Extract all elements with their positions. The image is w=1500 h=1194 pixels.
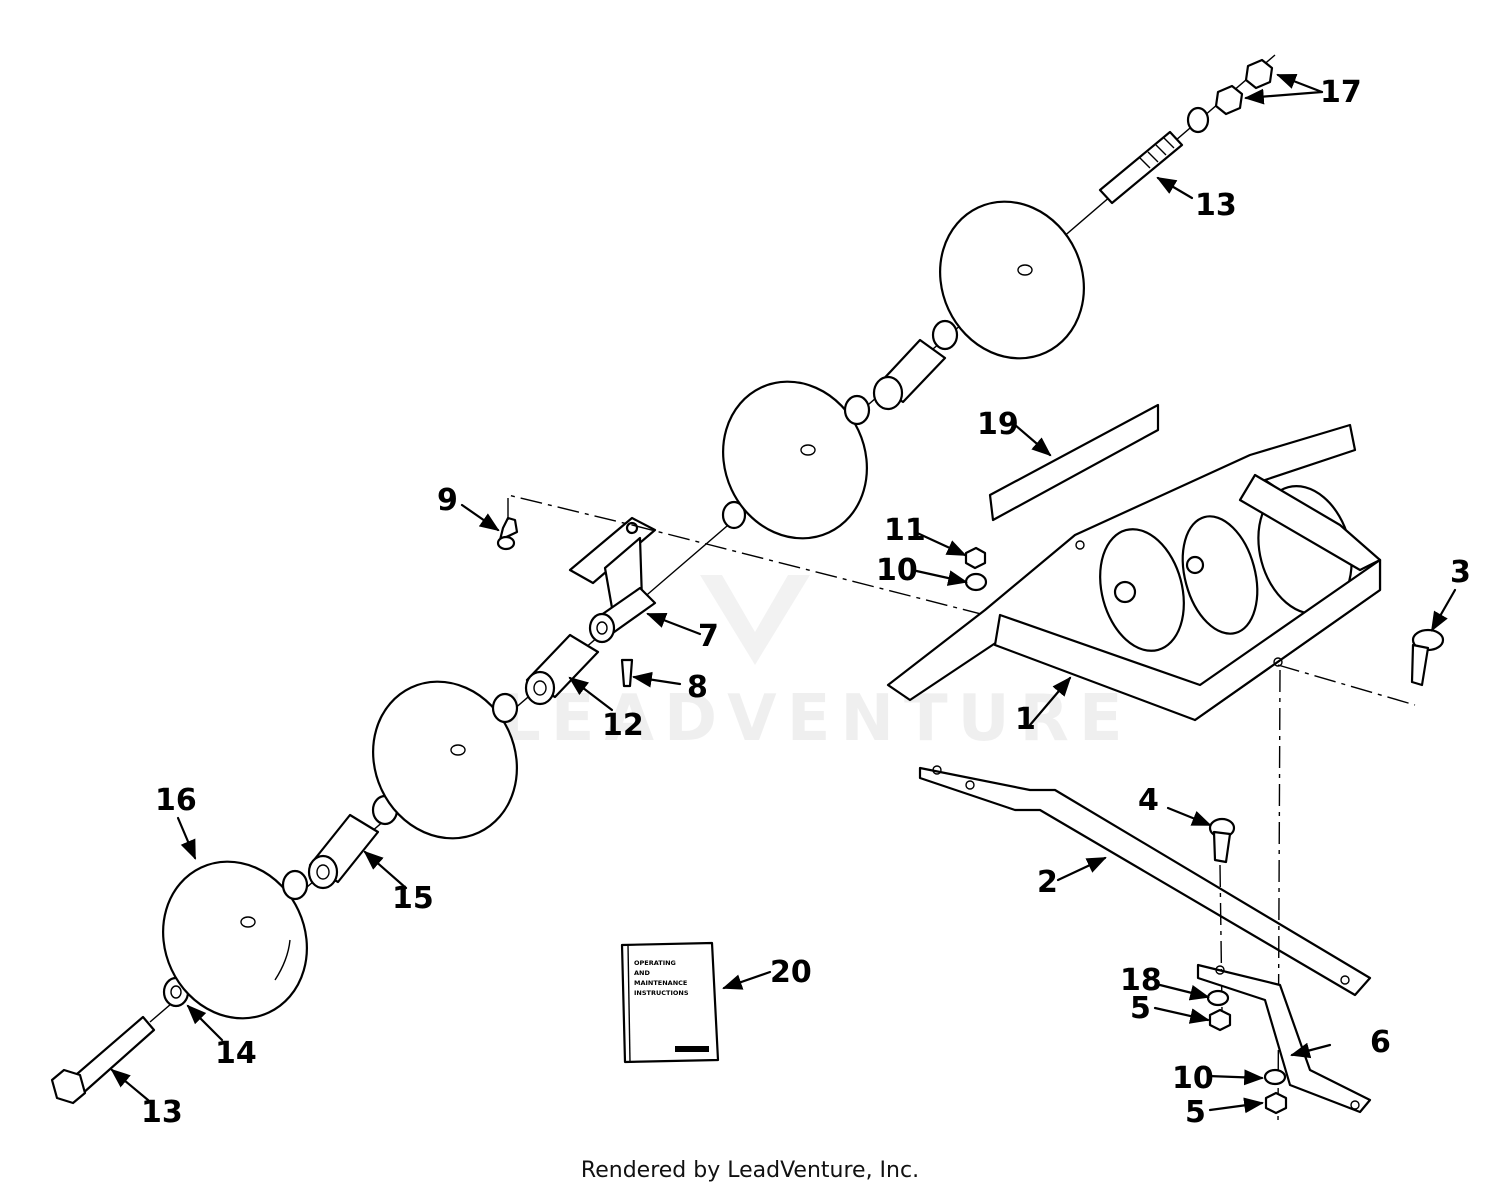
callout-4: 4 [1138,783,1159,818]
callout-8: 8 [687,670,708,705]
callout-11: 11 [884,513,926,548]
bearing-hanger-7 [568,516,657,644]
decal-19 [988,403,1160,522]
manual-20: OPERATING AND MAINTENANCE INSTRUCTIONS [620,941,720,1064]
callout-20: 20 [770,955,812,990]
washer-10-lower-a [1206,989,1230,1007]
spacer-upper [872,338,947,411]
manual-title-1: OPERATING [634,959,676,967]
callout-5-a: 5 [1130,991,1151,1026]
disc-lower-middle [372,680,518,840]
bolt-13-lower [50,1015,156,1105]
callout-13-upper: 13 [1195,188,1237,223]
callout-19: 19 [977,407,1019,442]
bolt-3-centerline [1277,664,1416,706]
bolt-9-centerline [507,494,986,616]
washer-15a [281,869,309,901]
bolt-9 [496,516,519,551]
callout-5-b: 5 [1185,1095,1206,1130]
footer-credit: Rendered by LeadVenture, Inc. [580,1158,920,1183]
callout-labels: 1 2 3 4 5 5 6 7 8 9 10 10 11 12 13 13 14… [141,75,1471,1130]
bolt-4-centerline [1219,864,1223,1011]
nut-5-b [1264,1091,1288,1115]
disc-16 [162,860,308,1020]
disc-top [939,200,1085,360]
spacer-12 [524,633,600,706]
grease-fitting-8 [620,658,634,688]
watermark-logo: LEADVENTURE [500,575,1133,756]
callout-12: 12 [602,708,644,743]
washer-upper-a [843,394,871,426]
washer-upper-b [931,319,959,351]
callout-10-lower: 10 [1172,1061,1214,1096]
manual-title-4: INSTRUCTIONS [634,989,689,997]
washer-12 [491,692,519,724]
manual-title-3: MAINTENANCE [634,979,687,987]
bracket-6 [1196,963,1372,1114]
nut-11 [964,546,987,570]
spacer-15 [307,813,380,890]
washer-17 [1186,106,1210,134]
carriage-bolt-3 [1410,628,1445,687]
callout-3: 3 [1450,555,1471,590]
callout-14: 14 [215,1036,257,1071]
washer-10-lower-b [1263,1068,1287,1086]
nut-5-a [1208,1008,1232,1032]
watermark-text: LEADVENTURE [500,682,1133,756]
bolt-3-vertical-centerline [1277,669,1281,1126]
manual-title-2: AND [634,969,650,977]
callout-2: 2 [1037,865,1058,900]
callout-6: 6 [1370,1025,1391,1060]
callout-17: 17 [1320,75,1362,110]
bar-2 [918,766,1372,997]
callout-10-upper: 10 [876,553,918,588]
callout-13-lower: 13 [141,1095,183,1130]
callout-1: 1 [1015,702,1036,737]
callout-15: 15 [392,881,434,916]
nut-17b [1244,58,1274,90]
carriage-bolt-4 [1208,817,1236,864]
leader-lines [110,73,1457,1114]
callout-7: 7 [698,619,719,654]
callout-18: 18 [1120,963,1162,998]
washer-10-upper [964,572,988,592]
nut-17a [1214,84,1244,116]
callout-9: 9 [437,483,458,518]
bolt-13-upper [1098,130,1184,205]
disc-upper-middle [722,380,868,540]
frame-1 [886,423,1382,722]
callout-16: 16 [155,783,197,818]
washer-mid [721,500,747,530]
